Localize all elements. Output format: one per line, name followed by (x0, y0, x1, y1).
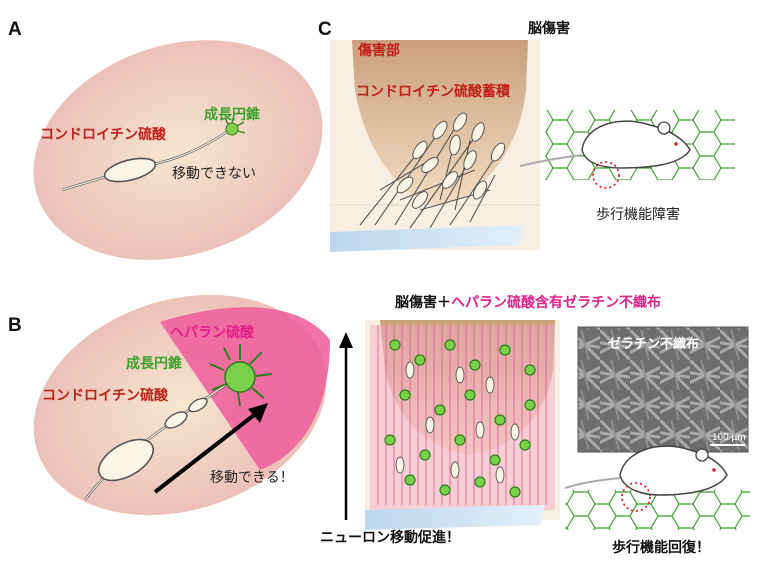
panel-a-illustration (33, 40, 323, 260)
walking-recovered-label: 歩行機能回復！ (612, 540, 710, 556)
walking-impaired-label: 歩行機能障害 (596, 207, 680, 223)
panel-c-top-illustration (330, 40, 735, 252)
scale-bar-label: 100 µm (712, 432, 746, 443)
panel-b-can-move-label: 移動できる！ (210, 470, 294, 486)
panel-c-top-title: 脳傷害 (528, 21, 570, 37)
panel-b-heparan-label: ヘパラン硫酸 (170, 325, 254, 341)
panel-b-chondroitin-label: コンドロイチン硫酸 (42, 388, 168, 404)
panel-a-cannot-move-label: 移動できない (172, 166, 256, 182)
panel-a-chondroitin-label: コンドロイチン硫酸 (40, 127, 166, 143)
panel-c-bottom-title-black: 脳傷害＋ (395, 295, 451, 311)
panel-a-growth-cone-label: 成長円錐 (204, 107, 260, 123)
panel-label-b: B (8, 315, 22, 336)
injury-site-label: 傷害部 (358, 43, 400, 59)
chondroitin-accumulation-label: コンドロイチン硫酸蓄積 (356, 84, 510, 100)
sem-label: ゼラチン不織布 (608, 337, 700, 352)
panel-c-bottom-illustration (339, 320, 750, 530)
panel-c-bottom-title-pink: ヘパラン硫酸含有ゼラチン不織布 (451, 295, 661, 311)
neuron-migration-label: ニューロン移動促進！ (320, 530, 460, 546)
panel-b-illustration (33, 294, 330, 516)
panel-label-a: A (8, 19, 22, 40)
panel-c-bottom-title: 脳傷害＋ヘパラン硫酸含有ゼラチン不織布 (395, 296, 661, 310)
panel-label-c: C (318, 19, 332, 40)
panel-b-growth-cone-label: 成長円錐 (126, 356, 182, 372)
